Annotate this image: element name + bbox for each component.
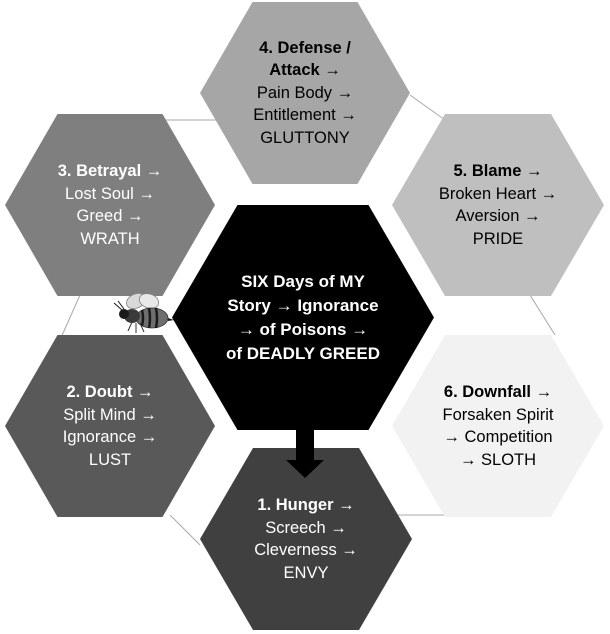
hex-hunger-text: 1. Hunger → Screech → Cleverness → ENVY [254, 494, 358, 584]
hex-defense-title2: Attack → [269, 61, 341, 80]
hex-doubt-line: LUST [88, 450, 132, 469]
center-line: SIX Days of MY [241, 271, 365, 291]
hex-downfall-line: Forsaken Spirit [442, 405, 554, 424]
hex-doubt-text: 2. Doubt → Split Mind → Ignorance → LUST [63, 381, 157, 471]
hex-defense-line: GLUTTONY [260, 128, 350, 147]
hex-betrayal-title: 3. Betrayal → [57, 162, 163, 180]
connector-line [409, 94, 446, 121]
hex-hunger-title: 1. Hunger → [257, 496, 355, 514]
hex-betrayal-line: Greed → [76, 207, 144, 225]
center-line: → of Poisons → [237, 319, 369, 339]
hex-doubt-line: Ignorance → [62, 428, 158, 446]
hex-betrayal-line: WRATH [80, 229, 140, 248]
hex-blame-line: Broken Heart → [438, 184, 558, 203]
hex-defense-title: 4. Defense / [259, 38, 351, 57]
hex-defense-text: 4. Defense / Attack → Pain Body → Entitl… [253, 37, 357, 150]
hex-doubt: 2. Doubt → Split Mind → Ignorance → LUST [5, 335, 215, 517]
connector-line [529, 294, 556, 336]
hex-center-text: SIX Days of MY Story → Ignorance → of Po… [226, 270, 380, 366]
hex-blame-title: 5. Blame → [453, 162, 543, 180]
hex-doubt-line: Split Mind → [63, 405, 157, 424]
hex-blame-line: PRIDE [472, 229, 524, 248]
hex-defense-line: Entitlement → [253, 106, 357, 125]
connector-line [169, 514, 201, 546]
hex-blame-line: Aversion → [455, 207, 541, 225]
hex-hunger-line: Screech → [265, 518, 347, 537]
connector-line [59, 294, 81, 341]
center-line: Story → Ignorance [227, 295, 379, 315]
hex-defense-line: Pain Body → [256, 83, 354, 102]
hex-doubt-title: 2. Doubt → [66, 383, 154, 401]
hex-betrayal-text: 3. Betrayal → Lost Soul → Greed → WRATH [58, 160, 163, 250]
hex-hunger-line: ENVY [283, 563, 329, 582]
hex-blame-text: 5. Blame → Broken Heart → Aversion → PRI… [439, 160, 557, 250]
hex-downfall-text: 6. Downfall → Forsaken Spirit → Competit… [443, 381, 554, 471]
hex-downfall-line: → Competition [443, 428, 553, 446]
hex-hunger-line: Cleverness → [254, 541, 358, 559]
hex-betrayal-line: Lost Soul → [65, 184, 155, 203]
center-line: of DEADLY GREED [226, 343, 380, 363]
hex-downfall-line: → SLOTH [459, 450, 537, 469]
hex-downfall-title: 6. Downfall → [443, 383, 553, 401]
